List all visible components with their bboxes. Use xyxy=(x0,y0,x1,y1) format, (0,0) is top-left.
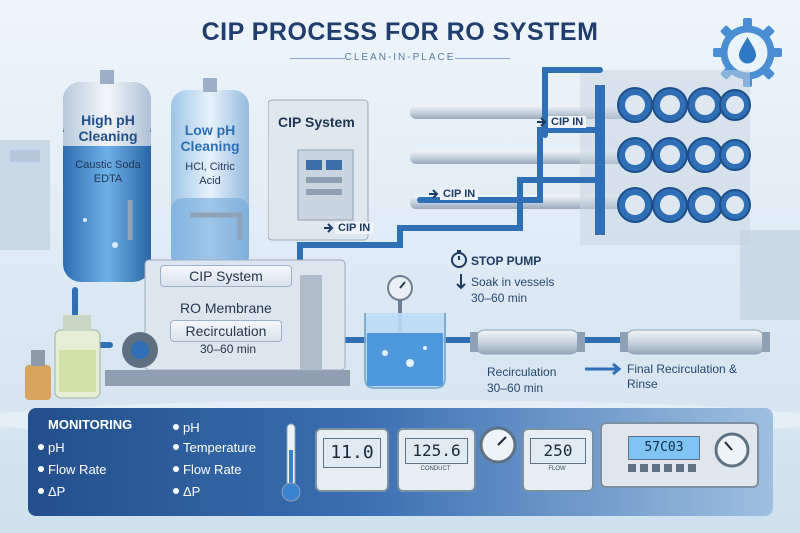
arrow-right-icon xyxy=(324,223,334,233)
filter-vessel-1 xyxy=(470,329,585,355)
arrow-down-icon xyxy=(456,274,466,290)
recirculation-label: Recirculation xyxy=(487,365,557,379)
cleaning-beaker xyxy=(364,275,446,389)
low-ph-tank-label: Low pH Cleaning xyxy=(180,122,240,154)
pressure-gauge-icon xyxy=(479,426,517,464)
controller-unit: 57C03 xyxy=(600,422,759,488)
cip-cabinet-label: CIP System xyxy=(278,114,355,130)
monitoring-right-item: Temperature xyxy=(183,440,256,455)
controller-gauge-icon xyxy=(714,432,750,468)
monitoring-heading: MONITORING xyxy=(48,417,133,432)
skid-recirculation-label: Recirculation xyxy=(170,320,282,342)
cip-in-label-2: CIP IN xyxy=(440,188,479,200)
ph-display-screen: 11.0 xyxy=(323,438,381,468)
filter-vessel-2 xyxy=(620,329,770,355)
monitoring-left-item: pH xyxy=(48,440,65,455)
flow-display: 250 FLOW xyxy=(522,428,594,492)
recirculation-time: 30–60 min xyxy=(487,381,544,395)
skid-recirculation-time: 30–60 min xyxy=(200,342,257,356)
conductivity-display-sub: CONDUCT xyxy=(420,466,451,472)
chemical-bottles xyxy=(25,315,101,400)
high-ph-tank-label: High pH Cleaning xyxy=(78,112,138,144)
skid-ro-membrane-label: RO Membrane xyxy=(180,300,272,316)
cip-in-label-1: CIP IN xyxy=(335,222,374,234)
soak-time: 30–60 min xyxy=(471,291,528,305)
final-recirculation-label: Final Recirculation & Rinse xyxy=(627,362,738,391)
stop-pump-label: STOP PUMP xyxy=(471,254,542,268)
monitoring-right-item: pH xyxy=(183,420,200,435)
low-ph-tank-chemicals: HCl, Citric Acid xyxy=(185,161,235,187)
flow-display-screen: 250 xyxy=(530,438,586,464)
soak-label: Soak in vessels xyxy=(471,275,555,289)
water-drop-gear-icon xyxy=(713,18,782,87)
conductivity-display-screen: 125.6 xyxy=(405,438,468,464)
arrow-right-icon xyxy=(585,362,622,376)
monitoring-right-item: Flow Rate xyxy=(183,462,242,477)
conductivity-display: 125.6 CONDUCT xyxy=(397,428,476,492)
arrow-right-icon xyxy=(429,189,439,199)
controller-screen: 57C03 xyxy=(628,436,700,460)
ph-display: 11.0 xyxy=(315,428,389,492)
subtitle-rule-right xyxy=(455,58,510,59)
page-title: CIP PROCESS FOR RO SYSTEM xyxy=(201,18,599,46)
flow-display-sub: FLOW xyxy=(548,466,566,472)
arrow-right-icon xyxy=(537,117,547,127)
bullet-dots xyxy=(38,424,179,494)
thermometer-icon xyxy=(281,423,301,502)
timer-icon xyxy=(451,250,467,268)
monitoring-right-item: ΔP xyxy=(183,484,201,499)
skid-cip-system-label: CIP System xyxy=(160,265,292,287)
ro-membrane-rack xyxy=(410,70,751,245)
cip-skid xyxy=(105,259,350,386)
high-ph-tank-chemicals: Caustic Soda EDTA xyxy=(75,159,141,185)
controller-buttons xyxy=(628,464,698,472)
monitoring-left-item: Flow Rate xyxy=(48,462,107,477)
cip-in-label-3: CIP IN xyxy=(548,116,587,128)
monitoring-left-item: ΔP xyxy=(48,484,66,499)
subtitle-rule-left xyxy=(290,58,345,59)
cip-cabinet xyxy=(268,99,369,241)
page-subtitle: CLEAN-IN-PLACE xyxy=(344,52,456,63)
